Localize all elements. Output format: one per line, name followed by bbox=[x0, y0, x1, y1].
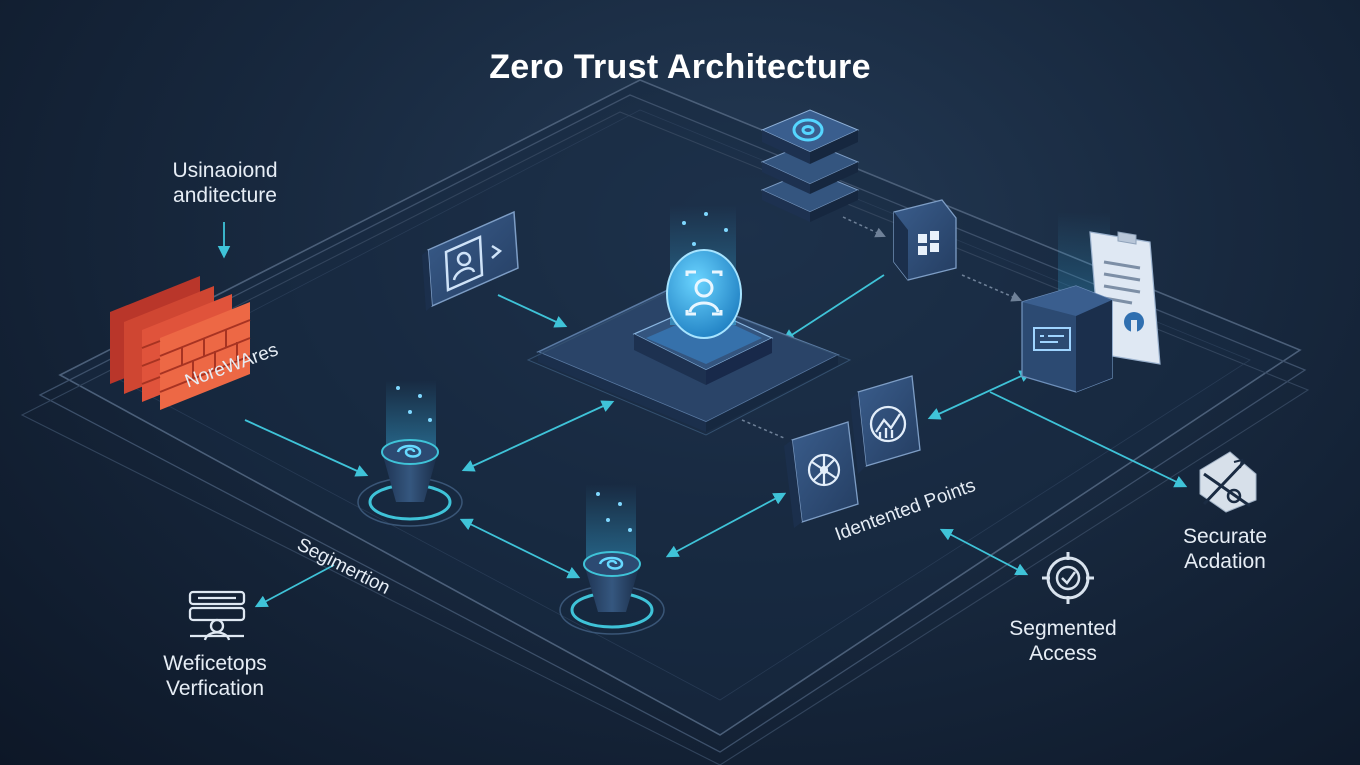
label-segmented-line1: Segmented bbox=[1009, 617, 1117, 640]
target-shield-icon bbox=[1042, 552, 1094, 604]
arrow-node-hub bbox=[461, 400, 615, 472]
label-securate-line2: Acdation bbox=[1184, 550, 1266, 573]
arrow-points-access bbox=[939, 528, 1029, 576]
segment-node-icon bbox=[598, 556, 624, 570]
label-verification: Weficetops Verfication bbox=[140, 651, 290, 701]
user-card-panel[interactable] bbox=[422, 210, 519, 311]
firewall bbox=[110, 276, 251, 410]
arrow-firewall-node bbox=[244, 419, 369, 477]
label-verification-line2: Verfication bbox=[165, 677, 265, 700]
firewall-icon bbox=[110, 276, 251, 410]
arrow-device-securate bbox=[989, 391, 1188, 488]
apps-grid-icon bbox=[918, 231, 939, 255]
arrow-node-node bbox=[459, 518, 581, 579]
label-securate-line1: Securate bbox=[1182, 525, 1268, 548]
arrow-apps-device bbox=[961, 274, 1022, 302]
label-securate: Securate Acdation bbox=[1150, 524, 1300, 574]
label-top-left-line1: Usinaoiond bbox=[172, 159, 278, 182]
network-panel[interactable] bbox=[784, 421, 859, 528]
access-broken-icon bbox=[1199, 451, 1257, 513]
analytics-icon bbox=[869, 405, 907, 443]
arrow-to-verification bbox=[254, 564, 335, 608]
arrow-panel-hub bbox=[497, 294, 568, 328]
server-stack-icon bbox=[792, 118, 824, 142]
segment-node-icon bbox=[396, 444, 422, 458]
apps-tile[interactable] bbox=[893, 199, 957, 281]
central-hub[interactable] bbox=[526, 205, 852, 436]
user-shield-icon bbox=[685, 270, 723, 316]
arrow-hub-apps bbox=[781, 274, 885, 342]
network-node-icon bbox=[807, 453, 841, 487]
arrow-hub-network bbox=[741, 419, 785, 439]
device-console[interactable] bbox=[1021, 212, 1161, 393]
network-verification-icon bbox=[188, 590, 246, 641]
device-console-icon bbox=[1033, 327, 1071, 351]
user-card-icon bbox=[444, 235, 503, 292]
label-verification-line1: Weficetops bbox=[163, 652, 267, 675]
label-top-left-line2: anditecture bbox=[173, 184, 277, 207]
label-top-left: Usinaoiond anditecture bbox=[130, 158, 320, 208]
diagram-title: Zero Trust Architecture bbox=[489, 48, 871, 86]
label-segmented-access: Segmented Access bbox=[988, 616, 1138, 666]
segment-node-left[interactable] bbox=[357, 380, 463, 527]
label-segmented-line2: Access bbox=[1029, 642, 1097, 665]
segment-node-bottom[interactable] bbox=[559, 484, 665, 635]
arrow-analytics-device bbox=[927, 370, 1033, 420]
analytics-panel[interactable] bbox=[850, 375, 921, 474]
connectors bbox=[217, 216, 1188, 608]
arrow-server-apps bbox=[842, 216, 886, 238]
arrow-node-network bbox=[665, 492, 787, 558]
server-stack[interactable] bbox=[760, 109, 860, 222]
